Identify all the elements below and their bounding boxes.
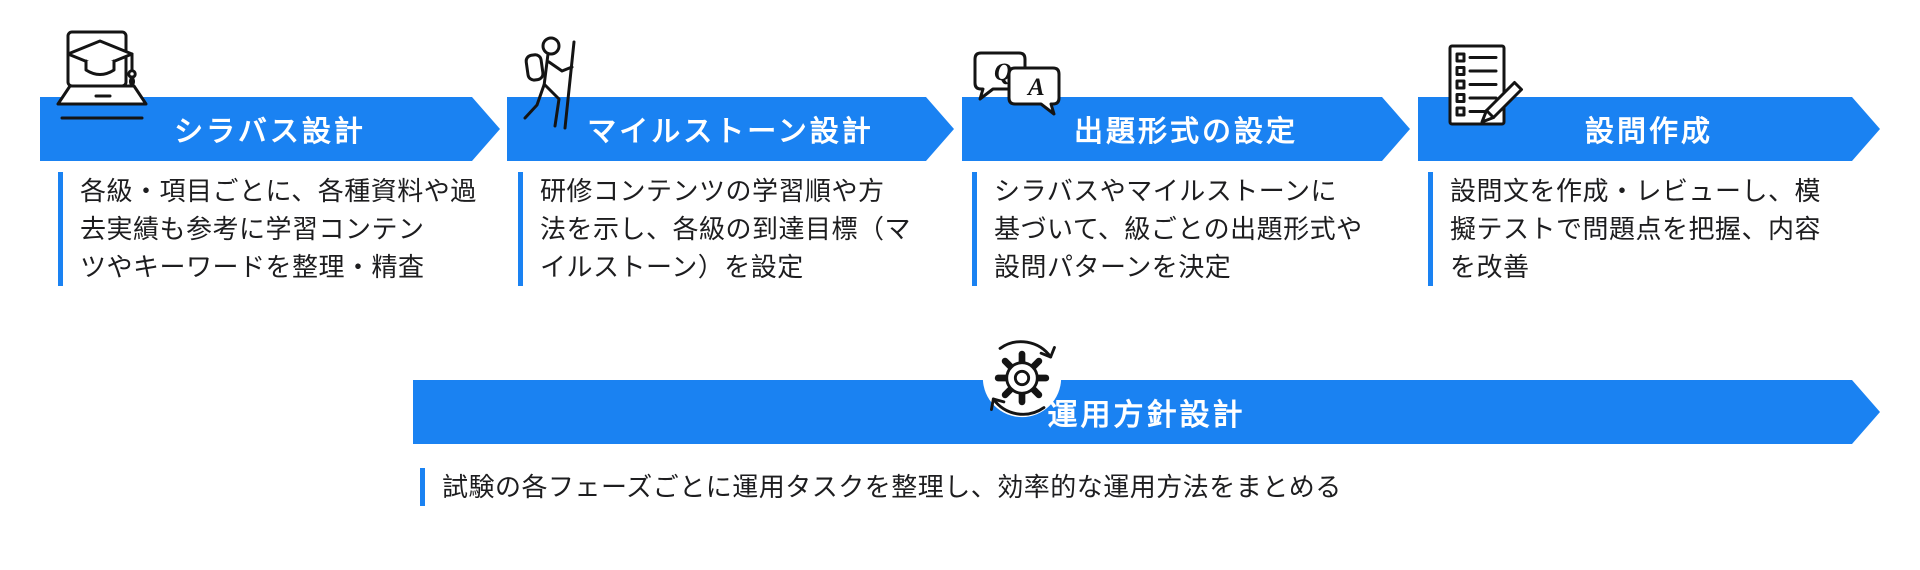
step1-title: シラバス設計 [174,116,366,148]
step4-desc-line1: 設問文を作成・レビューし、模 [1450,176,1822,206]
step3-title: 出題形式の設定 [1073,116,1298,148]
step4-desc-line2: 擬テストで問題点を把握、内容 [1450,214,1822,244]
step3-desc-line1: シラバスやマイルストーンに [994,176,1337,206]
gear-cycle-icon [980,336,1064,420]
step2-desc-line2: 法を示し、各級の到達目標（マ [540,214,912,244]
step5-desc-line1: 試験の各フェーズごとに運用タスクを整理し、効率的な運用方法をまとめる [442,472,1342,502]
step2-desc-line3: イルストーン）を設定 [540,252,804,282]
step3-desc-line2: 基づいて、級ごとの出題形式や [994,214,1363,244]
step5-banner-operation-policy: 運用方針設計 [413,380,1880,444]
step3-desc-line3: 設問パターンを決定 [994,252,1232,282]
step4-title: 設問作成 [1584,116,1713,148]
step5-title: 運用方針設計 [1047,399,1246,432]
step1-desc-line3: ツやキーワードを整理・精査 [80,252,425,282]
checklist-pencil-icon [1434,42,1526,134]
step4-desc-line3: を改善 [1450,252,1530,282]
step4-banner-question-creation: 設問作成 [1418,97,1880,161]
step2-desc-line1: 研修コンテンツの学習順や方 [540,176,885,206]
step1-desc-line1: 各級・項目ごとに、各種資料や過 [80,176,477,206]
step2-title: マイルストーン設計 [587,116,874,148]
step2-description: 研修コンテンツの学習順や方 法を示し、各級の到達目標（マ イルストーン）を設定 [518,172,940,286]
step4-description: 設問文を作成・レビューし、模 擬テストで問題点を把握、内容 を改善 [1428,172,1890,286]
question-answer-bubbles-icon: Q A [968,48,1068,126]
step5-description: 試験の各フェーズごとに運用タスクを整理し、効率的な運用方法をまとめる [420,468,1692,506]
step1-desc-line2: 去実績も参考に学習コンテン [80,214,425,244]
step1-description: 各級・項目ごとに、各種資料や過 去実績も参考に学習コンテン ツやキーワードを整理… [58,172,480,286]
step1-banner-syllabus-design: シラバス設計 [40,97,500,161]
step3-description: シラバスやマイルストーンに 基づいて、級ごとの出題形式や 設問パターンを決定 [972,172,1394,286]
step3-banner-question-format: 出題形式の設定 [962,97,1410,161]
hiker-icon [518,36,584,132]
a-letter: A [1026,74,1045,101]
laptop-graduation-cap-icon [52,26,152,130]
step2-banner-milestone-design: マイルストーン設計 [507,97,954,161]
